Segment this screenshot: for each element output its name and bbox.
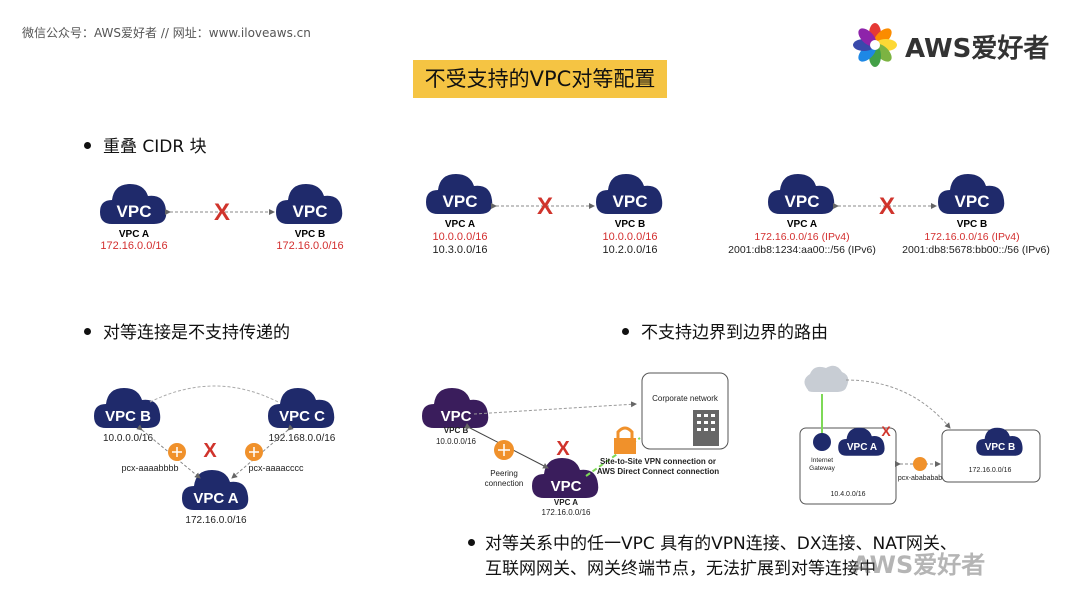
svg-text:connection: connection bbox=[485, 479, 524, 488]
svg-text:VPC: VPC bbox=[441, 408, 472, 425]
svg-text:Internet: Internet bbox=[811, 457, 833, 464]
bullet-dot bbox=[468, 538, 475, 546]
lock-icon bbox=[614, 438, 636, 454]
edge-igw-diagram: X Internet Gateway VPC A 10.4.0.0/16 VPC… bbox=[799, 365, 1041, 505]
vpc-name: VPC B bbox=[295, 229, 326, 240]
internet-cloud-icon bbox=[804, 365, 849, 392]
svg-text:VPC B: VPC B bbox=[985, 442, 1016, 453]
edge-vpn-diagram: VPC VPC B 10.0.0.0/16 VPC VPC A 172.16.0… bbox=[422, 372, 729, 517]
cloud-label: VPC bbox=[785, 192, 820, 211]
svg-text:pcx-aaaabbbb: pcx-aaaabbbb bbox=[121, 463, 178, 473]
svg-text:VPC B: VPC B bbox=[105, 408, 151, 425]
svg-text:10.2.0.0/16: 10.2.0.0/16 bbox=[602, 244, 657, 256]
svg-text:Gateway: Gateway bbox=[809, 465, 835, 472]
svg-text:172.16.0.0/16 (IPv4): 172.16.0.0/16 (IPv4) bbox=[924, 231, 1019, 243]
svg-text:10.0.0.0/16: 10.0.0.0/16 bbox=[103, 433, 153, 444]
svg-text:VPC A: VPC A bbox=[554, 498, 578, 507]
x-mark-icon: X bbox=[881, 423, 891, 439]
overlap-diagram-3: VPC VPC A 172.16.0.0/16 (IPv4) 2001:db8:… bbox=[728, 174, 1050, 256]
vpc-cidr: 172.16.0.0/16 bbox=[276, 240, 343, 252]
svg-text:Corporate network: Corporate network bbox=[652, 394, 719, 403]
note-line-2: 互联网网关、网关终端节点，无法扩展到对等连接中 bbox=[485, 559, 876, 579]
svg-text:VPC C: VPC C bbox=[279, 408, 325, 425]
cloud-label: VPC bbox=[117, 202, 152, 221]
x-mark-icon: X bbox=[214, 199, 230, 226]
svg-text:VPC A: VPC A bbox=[787, 219, 817, 230]
svg-text:VPC A: VPC A bbox=[193, 490, 238, 507]
svg-text:VPC A: VPC A bbox=[847, 442, 877, 453]
svg-text:AWS Direct Connect connection: AWS Direct Connect connection bbox=[597, 467, 719, 476]
svg-text:Peering: Peering bbox=[490, 469, 518, 478]
cloud-label: VPC bbox=[443, 192, 478, 211]
vpc-cidr: 172.16.0.0/16 bbox=[100, 240, 167, 252]
router-icon bbox=[913, 457, 927, 471]
svg-text:10.3.0.0/16: 10.3.0.0/16 bbox=[432, 244, 487, 256]
svg-text:Site-to-Site VPN connection or: Site-to-Site VPN connection or bbox=[600, 457, 716, 466]
svg-text:2001:db8:5678:bb00::/56 (IPv6): 2001:db8:5678:bb00::/56 (IPv6) bbox=[902, 244, 1050, 256]
svg-text:192.168.0.0/16: 192.168.0.0/16 bbox=[269, 433, 336, 444]
watermark: AWS爱好者 bbox=[852, 551, 986, 579]
bottom-note: 对等关系中的任一VPC 具有的VPN连接、DX连接、NAT网关、 互联网网关、网… bbox=[468, 532, 957, 582]
bullet-transitive: 对等连接是不支持传递的 bbox=[84, 318, 290, 343]
svg-text:pcx-abababab: pcx-abababab bbox=[898, 475, 942, 482]
source-caption: 微信公众号：AWS爱好者 // 网址：www.iloveaws.cn bbox=[22, 26, 311, 40]
overlap-diagram-1: VPC VPC A 172.16.0.0/16 VPC VPC B 172.16… bbox=[100, 184, 344, 252]
transitive-diagram: VPC B 10.0.0.0/16 VPC C 192.168.0.0/16 V… bbox=[94, 385, 336, 526]
cloud-label: VPC bbox=[955, 192, 990, 211]
note-line-1: 对等关系中的任一VPC 具有的VPN连接、DX连接、NAT网关、 bbox=[485, 534, 957, 554]
svg-text:pcx-aaaacccc: pcx-aaaacccc bbox=[248, 463, 304, 473]
svg-text:VPC: VPC bbox=[551, 478, 582, 495]
svg-text:10.4.0.0/16: 10.4.0.0/16 bbox=[830, 491, 865, 498]
svg-text:172.16.0.0/16: 172.16.0.0/16 bbox=[969, 467, 1012, 474]
svg-text:VPC A: VPC A bbox=[445, 219, 475, 230]
bullet-overlap: 重叠 CIDR 块 bbox=[84, 132, 207, 157]
svg-text:172.16.0.0/16: 172.16.0.0/16 bbox=[185, 515, 247, 526]
cloud-label: VPC bbox=[613, 192, 648, 211]
x-mark-icon: X bbox=[556, 438, 570, 460]
bullet-edge: 不支持边界到边界的路由 bbox=[622, 318, 828, 343]
svg-text:10.0.0.0/16: 10.0.0.0/16 bbox=[602, 231, 657, 243]
svg-text:172.16.0.0/16: 172.16.0.0/16 bbox=[542, 508, 591, 517]
brand-flower-icon bbox=[853, 23, 897, 67]
svg-text:VPC B: VPC B bbox=[957, 219, 988, 230]
internet-gateway-icon bbox=[813, 433, 831, 451]
svg-text:172.16.0.0/16 (IPv4): 172.16.0.0/16 (IPv4) bbox=[754, 231, 849, 243]
x-mark-icon: X bbox=[203, 440, 217, 462]
page-title: 不受支持的VPC对等配置 bbox=[424, 67, 656, 91]
overlap-diagram-2: VPC VPC A 10.0.0.0/16 10.3.0.0/16 VPC VP… bbox=[426, 174, 663, 256]
svg-text:VPC B: VPC B bbox=[444, 426, 469, 435]
svg-text:2001:db8:1234:aa00::/56 (IPv6): 2001:db8:1234:aa00::/56 (IPv6) bbox=[728, 244, 876, 256]
x-mark-icon: X bbox=[879, 193, 895, 220]
brand-name: AWS爱好者 bbox=[905, 34, 1050, 64]
svg-text:10.0.0.0/16: 10.0.0.0/16 bbox=[436, 437, 477, 446]
x-mark-icon: X bbox=[537, 193, 553, 220]
svg-text:10.0.0.0/16: 10.0.0.0/16 bbox=[432, 231, 487, 243]
vpc-name: VPC A bbox=[119, 229, 149, 240]
title-highlight bbox=[413, 60, 667, 98]
cloud-label: VPC bbox=[293, 202, 328, 221]
svg-text:VPC B: VPC B bbox=[615, 219, 646, 230]
